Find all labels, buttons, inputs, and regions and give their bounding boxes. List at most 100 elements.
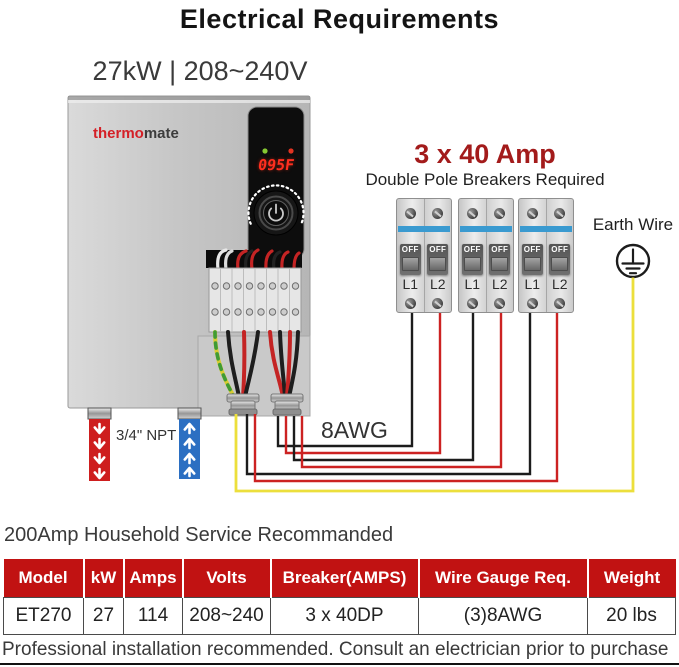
npt-size-label: 3/4" NPT: [116, 427, 177, 444]
flow-up-arrows: [183, 422, 196, 478]
wiring-diagram-graphic: [67, 95, 651, 493]
cell-volts: 208~240: [182, 597, 271, 635]
breaker-unit-3: OFF L1 OFF L2: [518, 198, 574, 313]
terminal-screw-icon: [494, 298, 506, 309]
terminal-screw-icon: [466, 208, 478, 219]
breaker2-l1-wire: [292, 313, 475, 462]
cell-wire-gauge: (3)8AWG: [418, 597, 588, 635]
switch-handle: [491, 257, 509, 271]
terminal-screws: [211, 282, 300, 316]
brand-logo: thermomate: [93, 125, 179, 142]
flow-down-arrows: [93, 422, 106, 480]
breaker-subheading: Double Pole Breakers Required: [365, 170, 605, 189]
cell-breaker: 3 x 40DP: [270, 597, 419, 635]
breaker-unit-2: OFF L1 OFF L2: [458, 198, 514, 313]
wiring-compartment: [206, 248, 304, 416]
col-header-kw: kW: [82, 559, 124, 598]
breaker-pole: OFF L1: [397, 199, 424, 312]
breaker3-l2-wire: [253, 313, 559, 483]
power-icon: [268, 203, 284, 222]
terminal-screw-icon: [554, 208, 566, 219]
breaker3-l1-wire: [245, 313, 532, 476]
col-header-model: Model: [3, 559, 84, 598]
cold-water-pipe: [177, 407, 202, 479]
temperature-knob: [247, 184, 305, 236]
breaker-blue-stripe: [460, 226, 512, 232]
col-header-amps: Amps: [122, 559, 183, 598]
terminal-screw-icon: [432, 208, 444, 219]
col-header-breaker: Breaker(AMPS): [269, 559, 419, 598]
hot-water-pipe: [87, 407, 112, 481]
table-header-row: Model kW Amps Volts Breaker(AMPS) Wire G…: [3, 559, 676, 598]
service-recommendation: 200Amp Household Service Recommanded: [4, 524, 394, 546]
page-title: Electrical Requirements: [179, 4, 500, 34]
breaker-pole: OFF L1: [459, 199, 486, 312]
pole-label: L1: [402, 276, 419, 292]
breaker-pole: OFF L2: [545, 199, 574, 312]
switch-state-label: OFF: [523, 245, 541, 254]
breaker-pole: OFF L1: [519, 199, 546, 312]
red-led: [288, 148, 294, 154]
switch-state-label: OFF: [463, 245, 481, 254]
earth-wire-yellow: [234, 277, 635, 493]
earth-ground-icon: [615, 243, 651, 279]
installation-note: Professional installation recommended. C…: [2, 639, 669, 660]
earth-wire-label: Earth Wire: [592, 215, 674, 234]
conduit-gland-right: [270, 393, 304, 416]
supply-wires: [234, 277, 635, 493]
terminal-screw-icon: [494, 208, 506, 219]
col-header-wire-gauge: Wire Gauge Req.: [417, 559, 588, 598]
control-panel: [247, 106, 305, 259]
breaker-switch: OFF: [549, 244, 571, 275]
switch-state-label: OFF: [551, 245, 569, 254]
cell-model: ET270: [3, 597, 84, 635]
breaker-pole: OFF L2: [423, 199, 452, 312]
cell-amps: 114: [123, 597, 183, 635]
terminal-screw-icon: [432, 298, 444, 309]
terminal-screw-icon: [404, 298, 416, 309]
conduit-gland-left: [226, 393, 260, 416]
switch-handle: [401, 257, 419, 271]
pole-label: L1: [464, 276, 481, 292]
switch-handle: [551, 257, 569, 271]
breaker1-l1-wire: [276, 313, 414, 448]
pole-label: L2: [491, 276, 508, 292]
terminal-screw-icon: [466, 298, 478, 309]
terminal-screw-icon: [526, 298, 538, 309]
spec-table: Model kW Amps Volts Breaker(AMPS) Wire G…: [3, 559, 676, 635]
brand-logo-part2: mate: [143, 125, 179, 142]
breaker-unit-1: OFF L1 OFF L2: [396, 198, 452, 313]
power-spec-label: 27kW | 208~240V: [92, 56, 308, 86]
switch-handle: [429, 257, 447, 271]
bottom-divider: [0, 663, 679, 665]
switch-state-label: OFF: [401, 245, 419, 254]
terminal-screw-icon: [404, 208, 416, 219]
brand-logo-part1: thermo: [93, 125, 144, 142]
green-led: [262, 148, 268, 154]
breaker-amp-heading: 3 x 40 Amp: [414, 139, 556, 169]
breaker-pole: OFF L2: [485, 199, 514, 312]
pole-label: L1: [524, 276, 541, 292]
table-row: ET270 27 114 208~240 3 x 40DP (3)8AWG 20…: [3, 597, 676, 635]
breaker-switch: OFF: [461, 244, 483, 275]
switch-handle: [463, 257, 481, 271]
col-header-weight: Weight: [586, 559, 676, 598]
breaker-switch: OFF: [399, 244, 421, 275]
col-header-volts: Volts: [181, 559, 271, 598]
switch-handle: [523, 257, 541, 271]
breaker-switch: OFF: [489, 244, 511, 275]
breaker1-l2-wire: [284, 313, 442, 455]
pole-label: L2: [551, 276, 568, 292]
terminal-screw-icon: [554, 298, 566, 309]
switch-state-label: OFF: [429, 245, 447, 254]
terminal-screw-icon: [526, 208, 538, 219]
breaker-blue-stripe: [520, 226, 572, 232]
cell-weight: 20 lbs: [587, 597, 676, 635]
breaker2-l2-wire: [300, 313, 503, 469]
temperature-display: 095F: [256, 156, 296, 174]
breaker-blue-stripe: [398, 226, 450, 232]
switch-state-label: OFF: [491, 245, 509, 254]
cell-kw: 27: [83, 597, 124, 635]
breaker-switch: OFF: [427, 244, 449, 275]
